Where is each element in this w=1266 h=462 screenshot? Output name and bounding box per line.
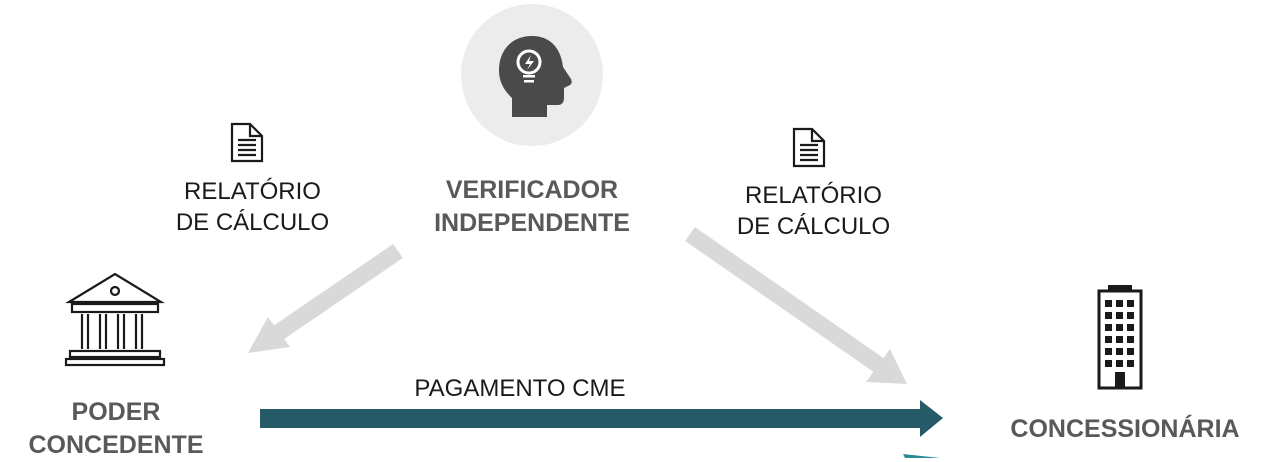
left-report-line2: DE CÁLCULO [175,209,330,236]
document-icon-left [230,122,264,163]
concessionaria-line1: CONCESSIONÁRIA [1010,415,1240,443]
payment-label: PAGAMENTO CME [414,375,626,402]
poder-concedente-label: PODER CONCEDENTE [0,396,232,462]
document-icon-right [792,127,826,168]
poder-line2: CONCEDENTE [28,431,204,459]
left-report-label: RELATÓRIO DE CÁLCULO [140,176,365,238]
verifier-label: VERIFICADOR INDEPENDENTE [402,174,662,240]
head-lightbulb-icon [461,4,603,146]
right-report-label: RELATÓRIO DE CÁLCULO [701,180,926,242]
report-arrow-left [248,243,403,353]
poder-line1: PODER [71,398,161,426]
payment-arrow [260,400,943,437]
government-building-icon [64,272,166,367]
teal-fragment [903,454,940,458]
verifier-line1: VERIFICADOR [445,176,619,204]
right-report-line1: RELATÓRIO [745,182,882,209]
verifier-line2: INDEPENDENTE [434,209,630,237]
concessionaria-label: CONCESSIONÁRIA [990,413,1260,446]
left-report-line1: RELATÓRIO [184,178,321,205]
right-report-line2: DE CÁLCULO [736,213,891,240]
office-building-icon [1097,285,1143,390]
report-arrow-right [685,227,907,384]
